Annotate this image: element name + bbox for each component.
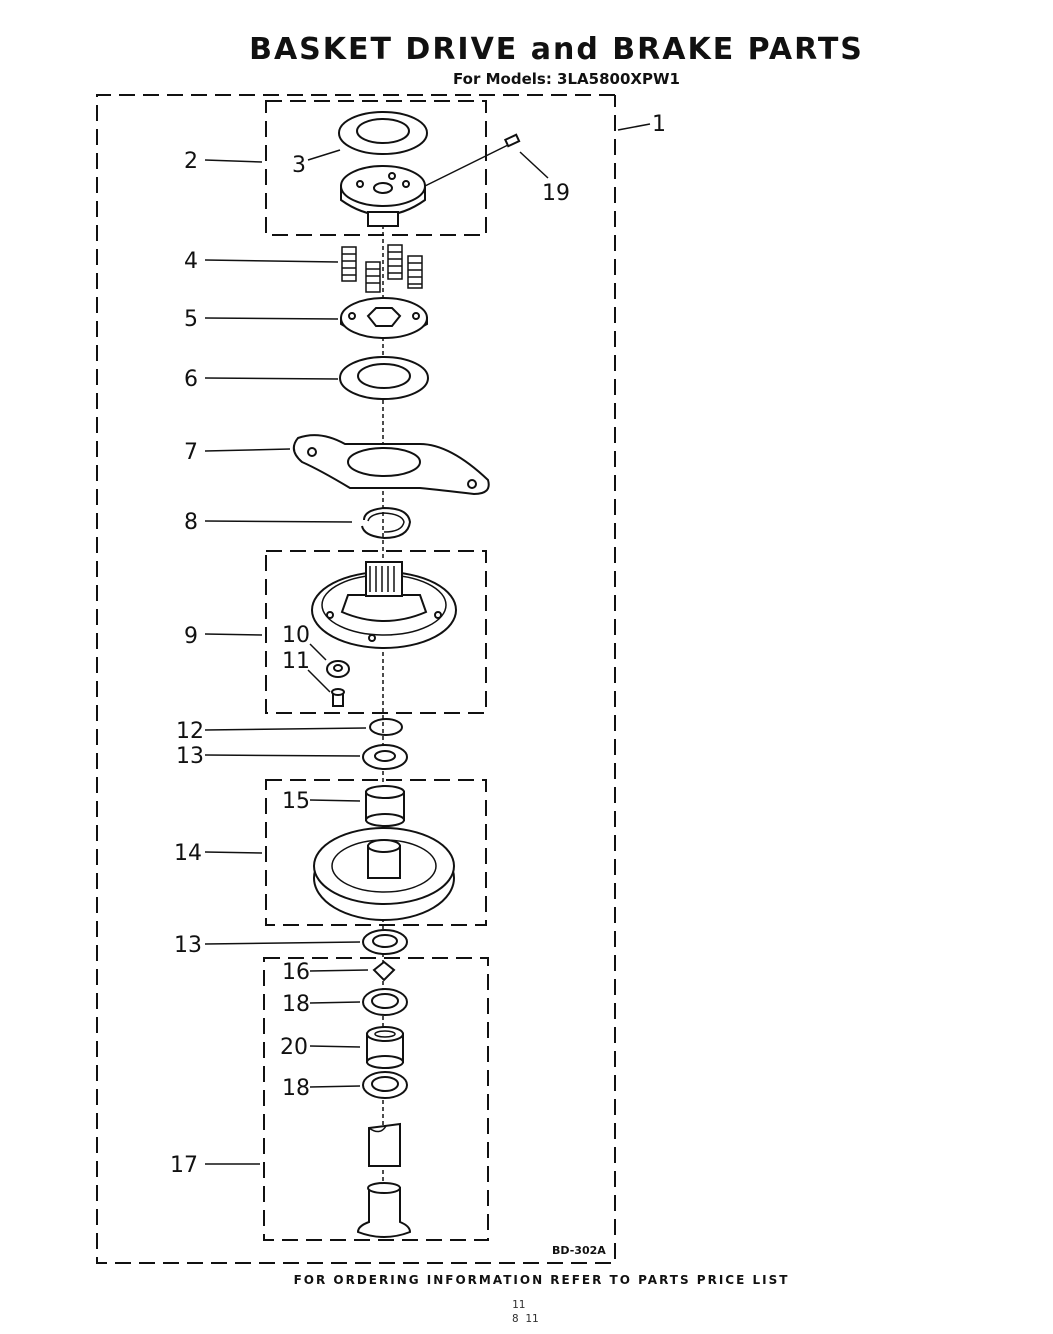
callout-7: 7 bbox=[184, 440, 198, 465]
callout-14: 14 bbox=[174, 841, 202, 866]
page-title: BASKET DRIVE and BRAKE PARTS bbox=[249, 32, 864, 67]
part-9-brake-housing bbox=[311, 561, 457, 649]
callout-10: 10 bbox=[282, 623, 310, 648]
part-7-bracket bbox=[292, 434, 490, 496]
part-10-nut bbox=[326, 660, 350, 678]
assembly-outline bbox=[96, 94, 616, 1264]
part-12-clip bbox=[369, 718, 403, 736]
callout-12: 12 bbox=[176, 719, 204, 744]
callout-11: 11 bbox=[282, 649, 310, 674]
callout-9: 9 bbox=[184, 624, 198, 649]
leader-lines bbox=[204, 123, 651, 1165]
model-subtitle: For Models: 3LA5800XPW1 bbox=[453, 70, 680, 88]
part-16-seal bbox=[372, 960, 396, 982]
callout-3: 3 bbox=[292, 153, 306, 178]
callout-13-lower: 13 bbox=[174, 933, 202, 958]
callout-8: 8 bbox=[184, 510, 198, 535]
callout-2: 2 bbox=[184, 149, 198, 174]
part-13-washer-lower bbox=[362, 929, 408, 955]
callout-5: 5 bbox=[184, 307, 198, 332]
ordering-footer-note: FOR ORDERING INFORMATION REFER TO PARTS … bbox=[293, 1273, 790, 1287]
page-mark-line-1: 11 bbox=[512, 1298, 526, 1311]
page-mark: 11 8 11 bbox=[512, 1298, 539, 1326]
part-20-bushing bbox=[366, 1026, 404, 1069]
part-4-springs bbox=[341, 244, 423, 293]
callout-20: 20 bbox=[280, 1035, 308, 1060]
part-11-bolt bbox=[331, 688, 345, 707]
subassembly-box-17 bbox=[263, 957, 489, 1241]
part-15-bearing bbox=[365, 785, 405, 827]
part-17-shaft bbox=[356, 1122, 412, 1238]
callout-19: 19 bbox=[542, 181, 570, 206]
part-6-ring bbox=[339, 356, 429, 400]
subassembly-box-9 bbox=[265, 550, 487, 714]
callout-1: 1 bbox=[652, 112, 666, 137]
callout-18-upper: 18 bbox=[282, 992, 310, 1017]
part-8-retaining-ring bbox=[361, 506, 412, 540]
callout-18-lower: 18 bbox=[282, 1076, 310, 1101]
callout-16: 16 bbox=[282, 960, 310, 985]
part-18-bearing-upper bbox=[362, 988, 408, 1016]
subassembly-box-14 bbox=[265, 779, 487, 926]
page-mark-line-2: 8 11 bbox=[512, 1312, 539, 1325]
callout-15: 15 bbox=[282, 789, 310, 814]
part-3-ring bbox=[338, 111, 428, 155]
part-14-pulley bbox=[313, 827, 455, 921]
callout-6: 6 bbox=[184, 367, 198, 392]
callout-13-upper: 13 bbox=[176, 744, 204, 769]
subassembly-box-2 bbox=[265, 100, 487, 236]
part-2-hub bbox=[340, 165, 426, 227]
part-18-bearing-lower bbox=[362, 1071, 408, 1099]
part-13-washer-upper bbox=[362, 744, 408, 770]
callout-17: 17 bbox=[170, 1153, 198, 1178]
part-19-pin bbox=[424, 133, 521, 187]
part-5-plate bbox=[340, 297, 428, 339]
diagram-code: BD-302A bbox=[552, 1244, 606, 1257]
callout-4: 4 bbox=[184, 249, 198, 274]
